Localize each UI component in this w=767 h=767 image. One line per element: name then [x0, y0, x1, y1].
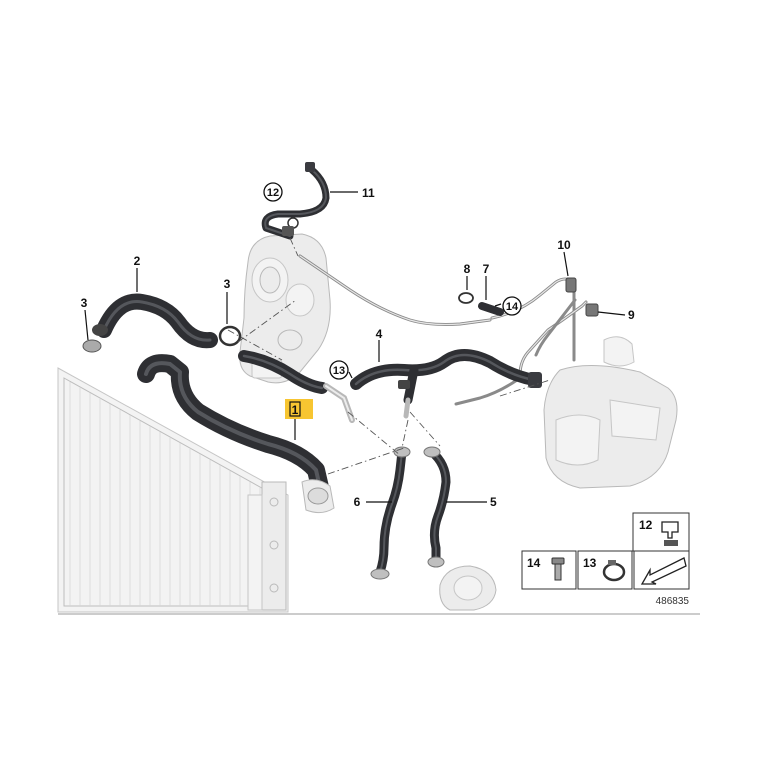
radiator: [57, 367, 289, 613]
hose-1: [137, 354, 335, 514]
expansion-tank: [543, 336, 678, 489]
callout-5[interactable]: 5: [490, 495, 497, 509]
legend-item-12[interactable]: 12: [632, 512, 690, 552]
callout-1[interactable]: 1: [285, 399, 313, 419]
callout-11[interactable]: 11: [362, 186, 375, 200]
callout-9[interactable]: 9: [628, 308, 635, 322]
hose-4: [350, 349, 542, 419]
callout-4[interactable]: 4: [376, 327, 383, 341]
ring-8: [458, 292, 474, 304]
callout-14[interactable]: 14: [502, 296, 522, 316]
svg-text:13: 13: [333, 365, 345, 377]
clamp-3-right: [218, 325, 242, 347]
engine-thermostat-housing: [239, 233, 331, 384]
connector-9: [585, 303, 599, 317]
alignment-lines: [227, 237, 551, 475]
callout-7[interactable]: 7: [483, 262, 490, 276]
bolt-7: [478, 302, 504, 316]
svg-text:13: 13: [583, 556, 597, 570]
callout-13[interactable]: 13: [329, 360, 349, 380]
connector-10: [565, 277, 577, 293]
svg-text:14: 14: [506, 301, 519, 313]
callout-2[interactable]: 2: [134, 254, 141, 268]
svg-text:14: 14: [527, 556, 541, 570]
svg-text:12: 12: [267, 187, 279, 199]
hose-6: [370, 446, 411, 580]
aux-water-pump: [439, 565, 497, 611]
hose-2: [92, 293, 218, 349]
diagram-number: 486835: [656, 596, 690, 607]
hose-11: [261, 162, 330, 240]
callout-8[interactable]: 8: [464, 262, 471, 276]
svg-text:12: 12: [639, 518, 653, 532]
clamp-3-left: [82, 339, 102, 353]
svg-text:1: 1: [292, 403, 299, 417]
callout-10[interactable]: 10: [557, 238, 571, 252]
legend-item-13[interactable]: 13: [577, 550, 633, 590]
callout-6[interactable]: 6: [354, 495, 361, 509]
legend-item-14[interactable]: 14: [521, 550, 577, 590]
callout-3-right[interactable]: 3: [224, 277, 231, 291]
leaders: [84, 191, 626, 503]
legend-arrow-box: [633, 550, 690, 590]
hose-5: [423, 446, 451, 568]
callout-12[interactable]: 12: [263, 182, 283, 202]
callout-3-left[interactable]: 3: [81, 296, 88, 310]
